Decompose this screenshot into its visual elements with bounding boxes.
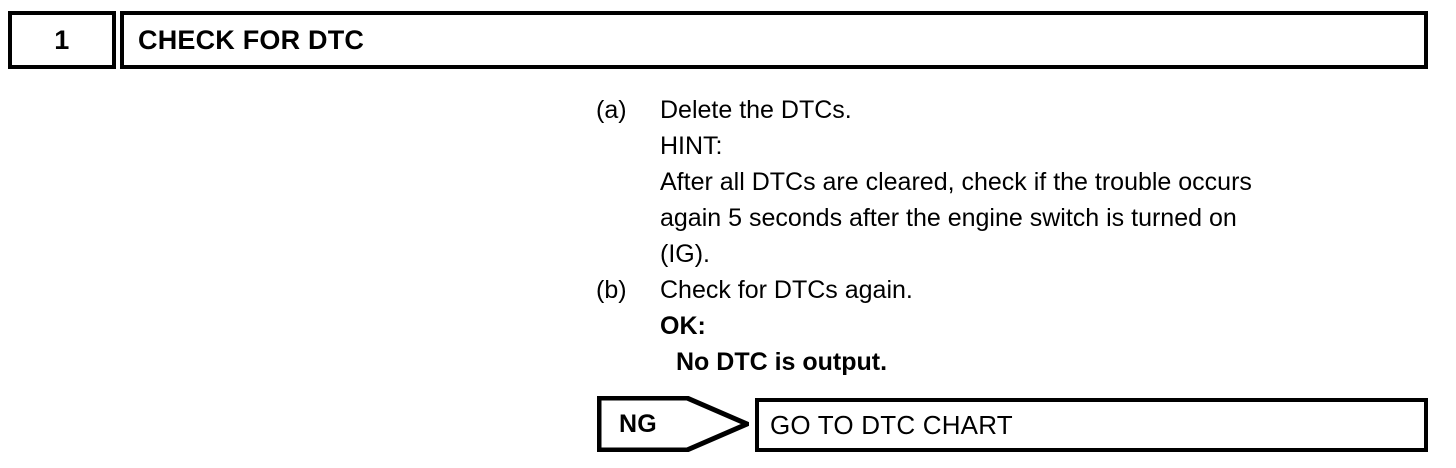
procedure-ok-label: OK:	[660, 312, 706, 340]
ng-label: NG	[619, 410, 657, 438]
step-title: CHECK FOR DTC	[138, 24, 365, 55]
procedure-item-a-line-5: (IG).	[596, 236, 1416, 272]
procedure-body: (a) Delete the DTCs. HINT: After all DTC…	[596, 92, 1416, 380]
procedure-item-a-line-4: again 5 seconds after the engine switch …	[596, 200, 1416, 236]
step-header-row: 1 CHECK FOR DTC	[8, 11, 1428, 73]
ng-arrow-outline-icon	[597, 396, 749, 452]
procedure-hint-text-3: (IG).	[660, 240, 710, 268]
procedure-item-a-line-1: (a) Delete the DTCs.	[596, 92, 1416, 128]
procedure-item-b-line-3: No DTC is output.	[596, 344, 1416, 380]
procedure-hint-text-1: After all DTCs are cleared, check if the…	[660, 168, 1252, 196]
procedure-hint-label: HINT:	[660, 132, 723, 160]
procedure-item-b: (b) Check for DTCs again. OK: No DTC is …	[596, 272, 1416, 380]
procedure-item-a-line-2: HINT:	[596, 128, 1416, 164]
procedure-ok-condition: No DTC is output.	[676, 348, 888, 376]
procedure-item-b-line-1: (b) Check for DTCs again.	[596, 272, 1416, 308]
procedure-item-b-line-2: OK:	[596, 308, 1416, 344]
step-number-box: 1	[8, 11, 116, 69]
ng-arrow-shape: NG	[597, 396, 749, 452]
procedure-marker-b: (b)	[596, 276, 627, 304]
step-title-box: CHECK FOR DTC	[120, 11, 1428, 69]
step-number: 1	[54, 24, 70, 55]
procedure-hint-text-2: again 5 seconds after the engine switch …	[660, 204, 1237, 232]
procedure-b-text-1: Check for DTCs again.	[660, 276, 913, 304]
goto-dtc-chart-box[interactable]: GO TO DTC CHART	[755, 398, 1428, 452]
result-row: NG GO TO DTC CHART	[597, 396, 1429, 454]
procedure-a-text-1: Delete the DTCs.	[660, 96, 852, 124]
procedure-marker-a: (a)	[596, 96, 627, 124]
goto-dtc-chart-label: GO TO DTC CHART	[770, 410, 1013, 440]
procedure-item-a-line-3: After all DTCs are cleared, check if the…	[596, 164, 1416, 200]
procedure-item-a: (a) Delete the DTCs. HINT: After all DTC…	[596, 92, 1416, 272]
